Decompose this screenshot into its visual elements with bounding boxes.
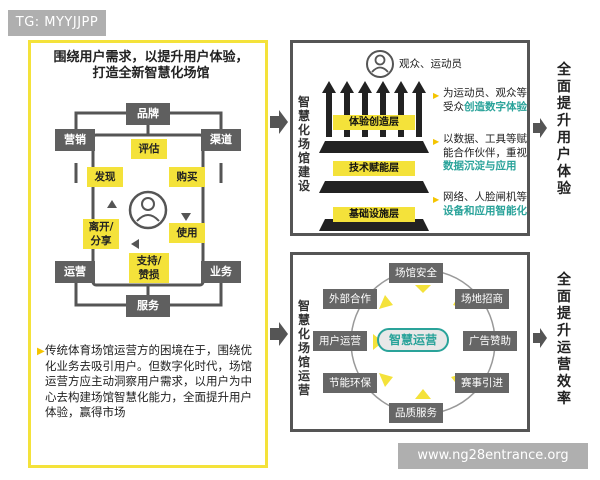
node-operation: 运营 bbox=[55, 261, 95, 283]
note-technology-highlight: 数据沉淀与应用 bbox=[443, 160, 517, 172]
audience-label: 观众、运动员 bbox=[399, 58, 462, 70]
operation-side-title: 智慧化场馆运营 bbox=[297, 299, 310, 397]
op-item-site-leasing: 场地招商 bbox=[455, 289, 509, 309]
note-infrastructure-highlight: 设备和应用智能化 bbox=[443, 204, 527, 217]
user-avatar-icon bbox=[128, 190, 168, 230]
note-technology-plain: 以数据、工具等赋能合作伙伴，重视 bbox=[443, 133, 527, 159]
bullet-triangle-icon: ▶ bbox=[433, 195, 440, 204]
bullet-triangle-icon: ▶ bbox=[433, 91, 440, 100]
layer-technology: 技术赋能层 bbox=[333, 161, 415, 176]
panel-title-line2: 打造全新智慧化场馆 bbox=[92, 66, 210, 81]
node-brand: 品牌 bbox=[126, 103, 170, 125]
node-evaluate: 评估 bbox=[131, 139, 167, 159]
node-service: 服务 bbox=[126, 295, 170, 317]
note-infrastructure: 网络、人脸闸机等设备和应用智能化 bbox=[443, 191, 527, 218]
node-support: 支持/ 赞损 bbox=[129, 253, 169, 283]
op-item-event-import: 赛事引进 bbox=[455, 373, 509, 393]
watermark-bottom-right: www.ng28entrance.org bbox=[398, 443, 588, 469]
node-buy: 购买 bbox=[169, 167, 205, 187]
node-channel: 渠道 bbox=[201, 129, 241, 151]
arrow-right-icon bbox=[270, 322, 288, 346]
arrow-right-icon bbox=[270, 110, 288, 134]
note-technology: 以数据、工具等赋能合作伙伴，重视数据沉淀与应用 bbox=[443, 133, 527, 174]
op-item-quality-service: 品质服务 bbox=[389, 403, 443, 423]
result-operation-efficiency: 全面提升运营效率 bbox=[557, 272, 571, 407]
panel-title-line1: 围绕用户需求，以提升用户体验， bbox=[53, 50, 249, 65]
node-leave-share: 离开/ 分享 bbox=[83, 219, 119, 249]
node-leave-share-line2: 分享 bbox=[90, 235, 112, 247]
node-business: 业务 bbox=[201, 261, 241, 283]
op-item-external-cooperation: 外部合作 bbox=[323, 289, 377, 309]
arrow-right-icon bbox=[533, 118, 547, 138]
node-marketing: 营销 bbox=[55, 129, 95, 151]
smart-venue-construction-panel: 智慧化场馆建设 观众、运动员 体验创造层 技术赋能层 基础设施层 ▶ 为运动员、… bbox=[290, 40, 530, 236]
panel-description: 传统体育场馆运营方的困境在于，围绕优化业务去吸引用户。但数字化时代，场馆运营方应… bbox=[45, 343, 252, 419]
bullet-triangle-icon: ▶ bbox=[37, 346, 45, 357]
op-item-user-operation: 用户运营 bbox=[313, 331, 367, 351]
smart-venue-operation-panel: 智慧化场馆运营 智慧运营 场馆安全 场地招商 广告赞助 赛事引进 品质服务 节能… bbox=[290, 252, 530, 432]
op-item-ad-sponsorship: 广告赞助 bbox=[463, 331, 517, 351]
bullet-triangle-icon: ▶ bbox=[433, 137, 440, 146]
node-use: 使用 bbox=[169, 223, 205, 243]
node-discover: 发现 bbox=[87, 167, 123, 187]
layer-infrastructure: 基础设施层 bbox=[333, 207, 415, 222]
node-leave-share-line1: 离开/ bbox=[88, 221, 114, 233]
node-support-line1: 支持/ bbox=[136, 255, 162, 267]
layer-experience: 体验创造层 bbox=[333, 115, 415, 130]
center-smart-operation: 智慧运营 bbox=[377, 328, 449, 352]
watermark-top-left: TG: MYYJJPP bbox=[8, 10, 106, 36]
construction-side-title: 智慧化场馆建设 bbox=[297, 95, 310, 193]
note-experience-highlight: 创造数字体验 bbox=[464, 100, 527, 113]
audience-avatar-icon bbox=[366, 50, 394, 78]
arrow-right-icon bbox=[533, 328, 547, 348]
result-user-experience: 全面提升用户体验 bbox=[557, 62, 571, 197]
op-item-energy-saving: 节能环保 bbox=[323, 373, 377, 393]
note-experience: 为运动员、观众等受众创造数字体验 bbox=[443, 87, 527, 114]
note-experience-plain: 为运动员、观众等受众 bbox=[443, 87, 527, 113]
layer-stack-graphic bbox=[319, 81, 429, 231]
note-infrastructure-plain: 网络、人脸闸机等 bbox=[443, 191, 527, 203]
op-item-venue-safety: 场馆安全 bbox=[389, 263, 443, 283]
node-support-line2: 赞损 bbox=[138, 269, 160, 281]
user-journey-panel: 围绕用户需求，以提升用户体验， 打造全新智慧化场馆 bbox=[28, 40, 268, 468]
